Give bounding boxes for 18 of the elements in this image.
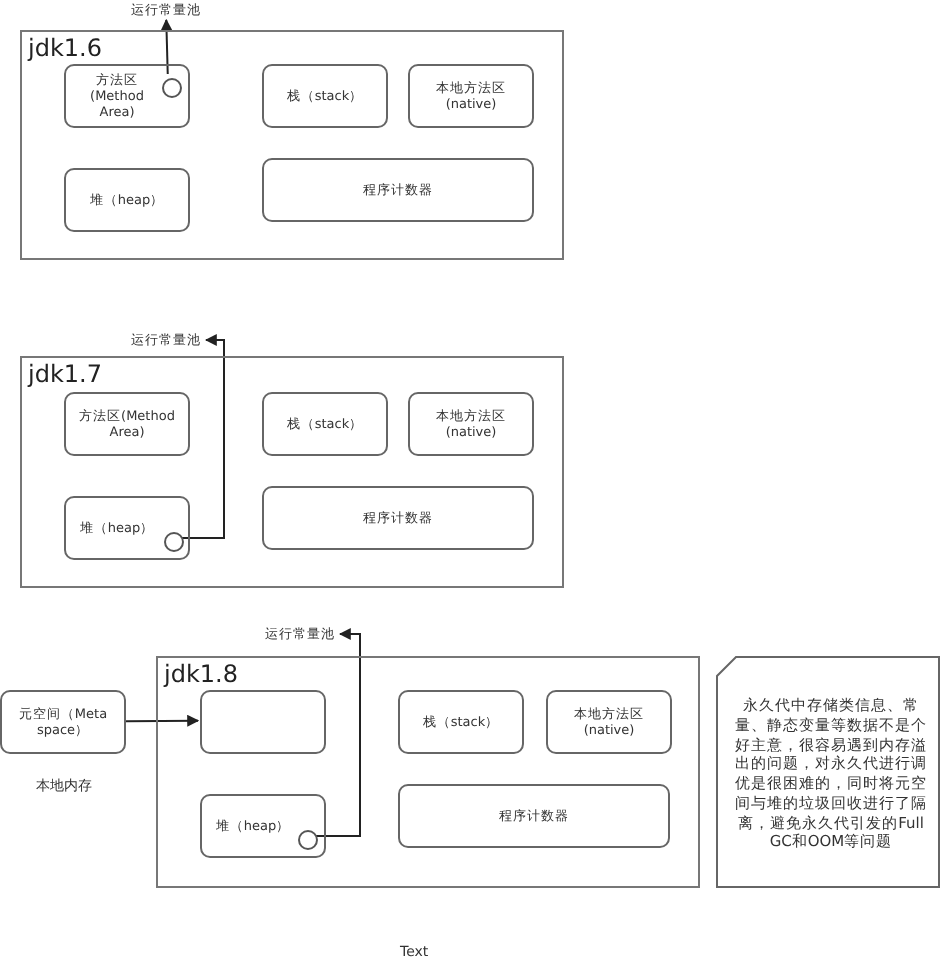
pool-circle: [162, 78, 182, 98]
memory-area-panel: [20, 30, 564, 260]
memory-region-box: [200, 690, 326, 754]
arrow: [125, 714, 200, 727]
panel-title: jdk1.6: [28, 34, 102, 62]
pool-circle: [298, 830, 318, 850]
pool-circle: [164, 532, 184, 552]
memory-region-box: [200, 794, 326, 858]
arrow: [179, 334, 225, 539]
arrow: [313, 628, 361, 837]
panel-title: jdk1.7: [28, 360, 102, 388]
memory-region-box: [64, 64, 190, 128]
note-card: [716, 656, 940, 888]
panel-title: jdk1.8: [164, 660, 238, 688]
memory-area-panel: [20, 356, 564, 588]
memory-area-panel: [156, 656, 700, 888]
arrow: [160, 18, 173, 75]
memory-region-box: [64, 496, 190, 560]
